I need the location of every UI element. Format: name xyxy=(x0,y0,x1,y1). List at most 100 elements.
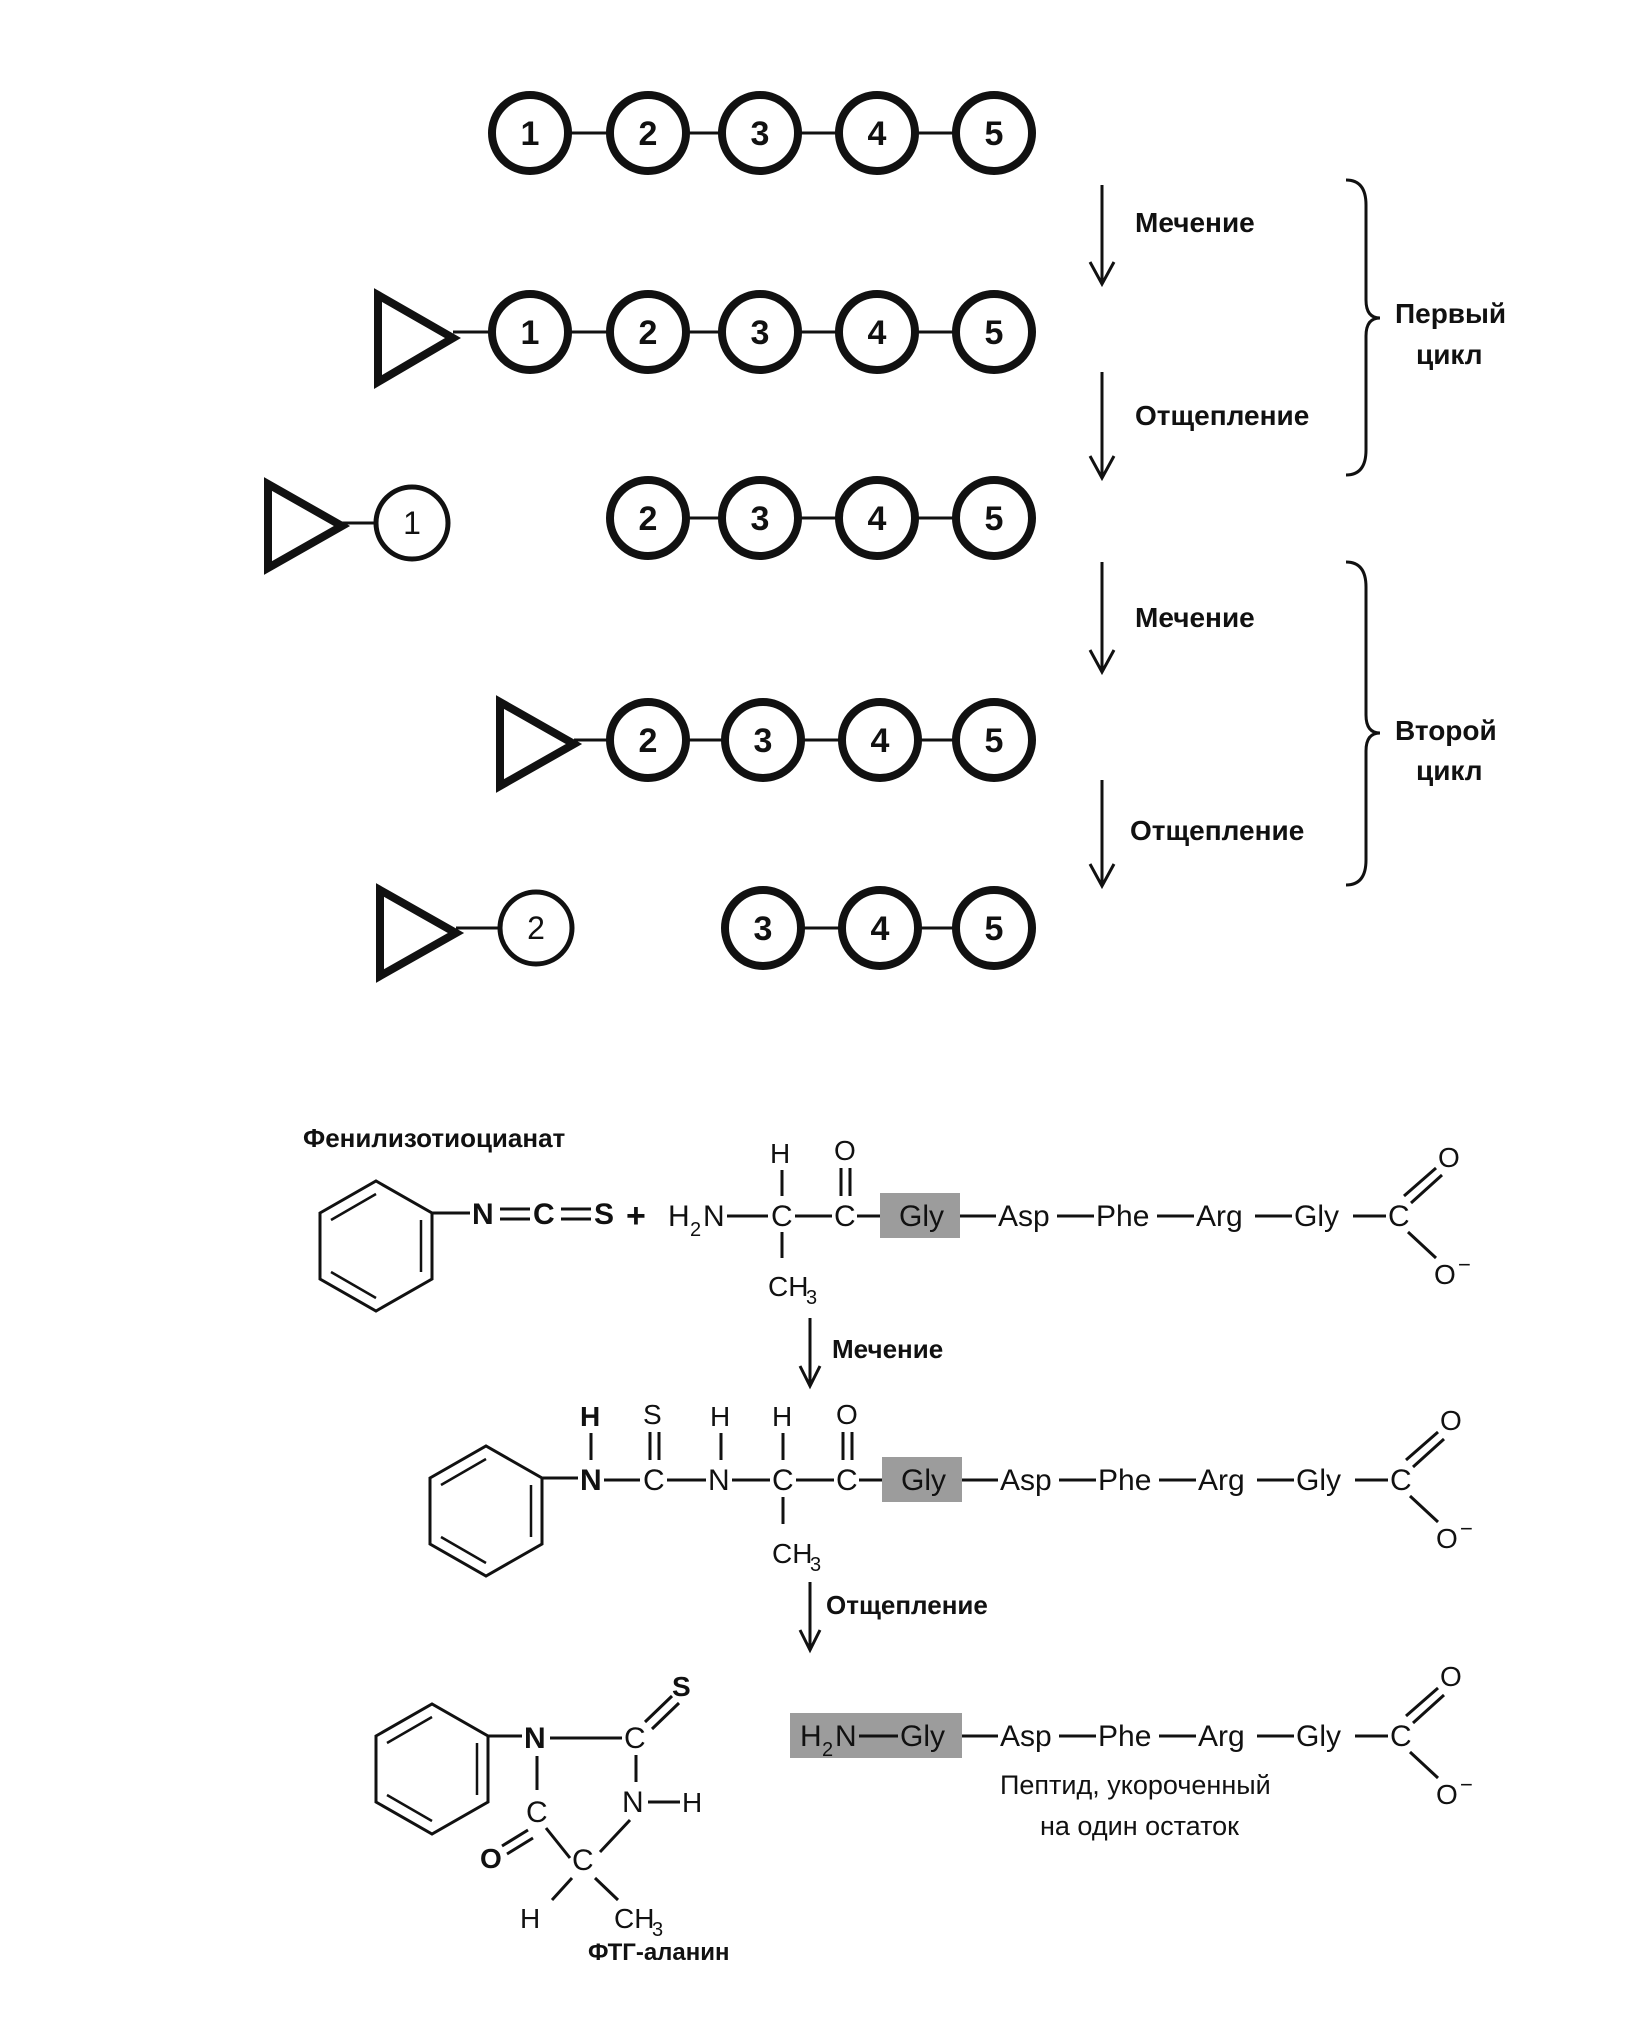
label-triangle-icon xyxy=(374,288,461,389)
peptide-caption-line1: Пептид, укороченный xyxy=(1000,1770,1271,1800)
chain-row-1: 1 2 3 4 5 xyxy=(488,91,1036,175)
residue-label: 1 xyxy=(403,505,421,541)
residue-label: 4 xyxy=(868,500,887,538)
residue-gly: Gly xyxy=(1296,1464,1341,1497)
label-triangle-icon xyxy=(496,695,583,793)
atom-n: N xyxy=(708,1464,730,1497)
ring-c-carbonyl: C xyxy=(526,1796,548,1829)
residue-label: 4 xyxy=(868,115,887,153)
reaction-line-2: N H C S N H C H CH 3 C O xyxy=(428,1399,1473,1578)
alpha-h: H xyxy=(772,1401,792,1432)
residue-2 xyxy=(606,290,690,374)
carboxylate-oxygen: O xyxy=(1434,1259,1456,1290)
residue-asp: Asp xyxy=(1000,1720,1052,1753)
alpha-h: H xyxy=(520,1903,540,1934)
carboxylate-oxygen: O xyxy=(1436,1523,1458,1554)
step-label: Отщепление xyxy=(826,1590,988,1620)
residue-phe: Phe xyxy=(1098,1720,1151,1753)
step-label: Мечение xyxy=(1135,602,1255,633)
atom-h: H xyxy=(710,1401,730,1432)
amine-n: N xyxy=(703,1200,725,1233)
residue-phe: Phe xyxy=(1096,1200,1149,1233)
residue-5 xyxy=(952,698,1036,782)
edman-chemistry: Фенилизотиоцианат N C S + H 2 N xyxy=(303,1123,1473,1966)
plus-sign: + xyxy=(626,1197,646,1235)
residue-label: 4 xyxy=(868,314,887,352)
step-label: Отщепление xyxy=(1135,400,1309,431)
charge: − xyxy=(1458,1252,1471,1277)
residue-label: 5 xyxy=(985,722,1004,760)
carboxyl-carbon: C xyxy=(1388,1200,1410,1233)
alpha-carbon: C xyxy=(772,1464,794,1497)
carbonyl-oxygen: O xyxy=(836,1399,858,1430)
residue-label: 2 xyxy=(639,314,658,352)
chain-row-5: 2 3 4 5 xyxy=(376,883,1036,983)
product-name: ФТГ-аланин xyxy=(588,1939,730,1966)
label-triangle-icon xyxy=(264,477,351,575)
n-term-h: H xyxy=(800,1720,822,1753)
edman-scheme: 1 2 3 4 5 Мечение 1 2 3 4 5 xyxy=(264,91,1506,983)
methyl-subscript: 3 xyxy=(810,1554,821,1576)
residue-label: 5 xyxy=(985,910,1004,948)
reaction-line-1: N C S + H 2 N C H CH 3 C O xyxy=(318,1135,1471,1313)
amine-subscript: 2 xyxy=(690,1219,701,1241)
residue-4 xyxy=(835,290,919,374)
residue-gly: Gly xyxy=(1294,1200,1339,1233)
methyl: CH xyxy=(768,1271,808,1302)
residue-asp: Asp xyxy=(1000,1464,1052,1497)
brace-second-cycle: Второй цикл xyxy=(1345,560,1497,887)
arrow-labeling-1: Мечение xyxy=(1088,185,1255,288)
reagent-name: Фенилизотиоцианат xyxy=(303,1123,566,1153)
charge: − xyxy=(1460,1516,1473,1541)
ring-c-thione: C xyxy=(624,1722,646,1755)
residue-2 xyxy=(497,889,575,967)
highlight-box xyxy=(882,1457,962,1502)
brace-first-cycle: Первый цикл xyxy=(1345,178,1506,477)
residue-gly: Gly xyxy=(899,1200,944,1233)
arrow-cleavage-chem: Отщепление xyxy=(798,1582,988,1654)
residue-label: 1 xyxy=(521,115,540,153)
residue-label: 2 xyxy=(527,910,545,946)
residue-asp: Asp xyxy=(998,1200,1050,1233)
benzene-ring-icon xyxy=(318,1179,434,1313)
residue-5 xyxy=(952,290,1036,374)
carboxyl-carbon: C xyxy=(1390,1720,1412,1753)
carbonyl-carbon: C xyxy=(836,1464,858,1497)
carbonyl-carbon: C xyxy=(834,1200,856,1233)
cycle-label: цикл xyxy=(1416,339,1483,370)
residue-5 xyxy=(952,886,1036,970)
residue-2 xyxy=(606,476,690,560)
alpha-carbon: C xyxy=(771,1200,793,1233)
residue-label: 2 xyxy=(639,722,658,760)
carboxyl-oxygen: O xyxy=(1440,1405,1462,1436)
step-label: Мечение xyxy=(832,1334,943,1364)
amine-h: H xyxy=(668,1200,690,1233)
carboxyl-oxygen: O xyxy=(1440,1661,1462,1692)
residue-3 xyxy=(718,476,802,560)
cycle-label: Первый xyxy=(1395,298,1506,329)
residue-label: 3 xyxy=(754,910,773,948)
residue-5 xyxy=(952,91,1036,175)
residue-label: 3 xyxy=(751,314,770,352)
residue-label: 1 xyxy=(521,314,540,352)
highlight-box xyxy=(880,1193,960,1238)
atom-s: S xyxy=(594,1198,614,1231)
benzene-ring-icon xyxy=(374,1702,490,1836)
residue-label: 5 xyxy=(985,500,1004,538)
residue-4 xyxy=(835,476,919,560)
residue-gly: Gly xyxy=(1296,1720,1341,1753)
residue-3 xyxy=(718,290,802,374)
residue-label: 5 xyxy=(985,314,1004,352)
residue-arg: Arg xyxy=(1198,1720,1245,1753)
residue-label: 3 xyxy=(751,500,770,538)
charge: − xyxy=(1460,1772,1473,1797)
residue-label: 5 xyxy=(985,115,1004,153)
ring-c-alpha: C xyxy=(572,1844,594,1877)
residue-2 xyxy=(606,698,690,782)
residue-1 xyxy=(488,290,572,374)
arrow-labeling-2: Мечение xyxy=(1088,562,1255,676)
alpha-h: H xyxy=(770,1138,790,1169)
chain-row-4: 2 3 4 5 xyxy=(496,695,1036,793)
residue-label: 4 xyxy=(871,910,890,948)
